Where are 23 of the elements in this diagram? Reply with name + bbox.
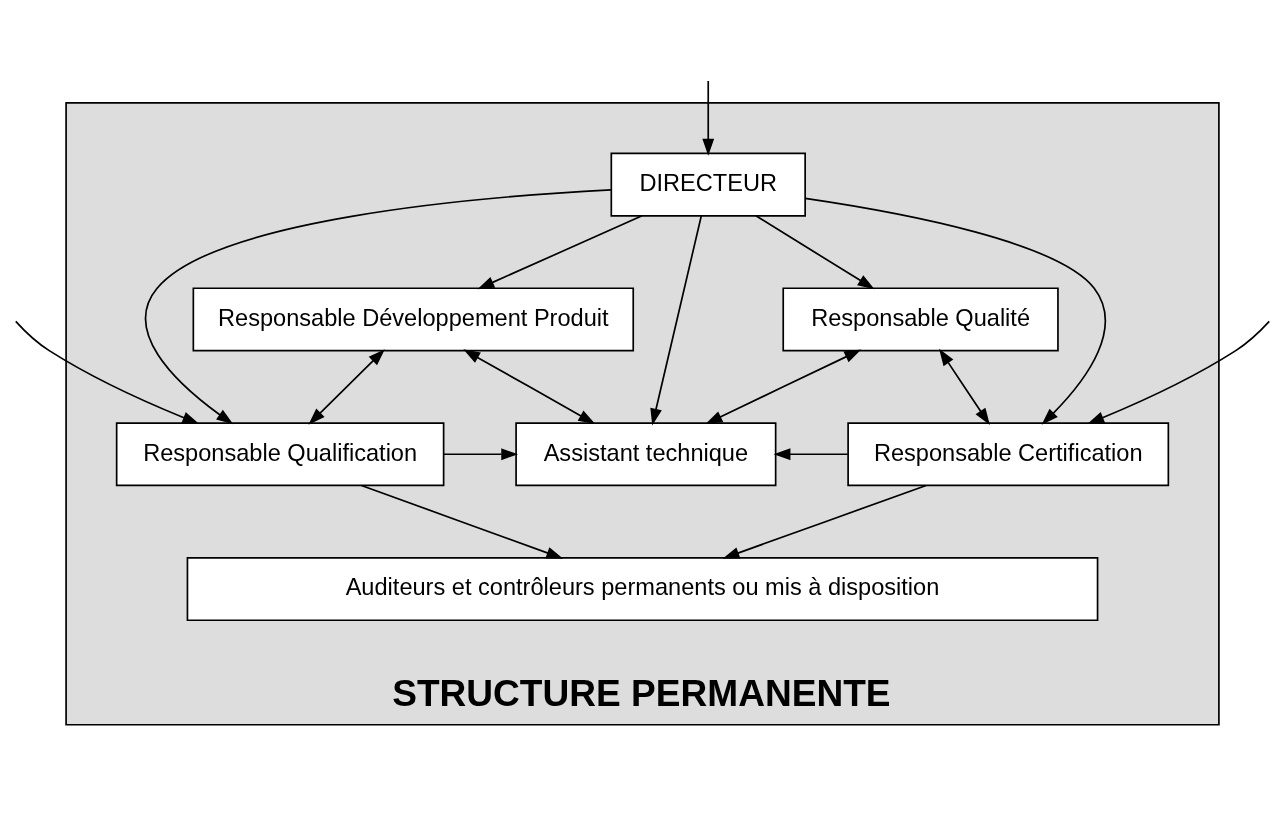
arrow bbox=[442, 448, 519, 461]
arrow bbox=[722, 484, 927, 559]
node-box: Auditeurs et contrôleurs permanents ou mis à disposition bbox=[186, 557, 1099, 622]
arrow bbox=[14, 320, 200, 424]
arrow bbox=[1087, 320, 1271, 424]
node-box: Assistant technique bbox=[515, 422, 777, 487]
arrow bbox=[705, 349, 862, 425]
arrow bbox=[804, 197, 1107, 425]
arrow bbox=[755, 214, 875, 290]
arrow bbox=[773, 448, 849, 461]
arrow bbox=[308, 349, 385, 425]
arrow bbox=[360, 484, 564, 559]
node-box: Responsable Développement Produit bbox=[192, 287, 635, 352]
arrow bbox=[477, 214, 643, 290]
arrow bbox=[463, 349, 596, 424]
arrow bbox=[144, 189, 612, 425]
node-box: Responsable Qualité bbox=[782, 287, 1059, 352]
arrow bbox=[650, 214, 703, 426]
arrow bbox=[702, 80, 715, 156]
node-box: Responsable Qualification bbox=[115, 422, 445, 487]
node-box: DIRECTEUR bbox=[610, 152, 806, 217]
arrow bbox=[939, 348, 990, 425]
node-box: Responsable Certification bbox=[847, 422, 1170, 487]
